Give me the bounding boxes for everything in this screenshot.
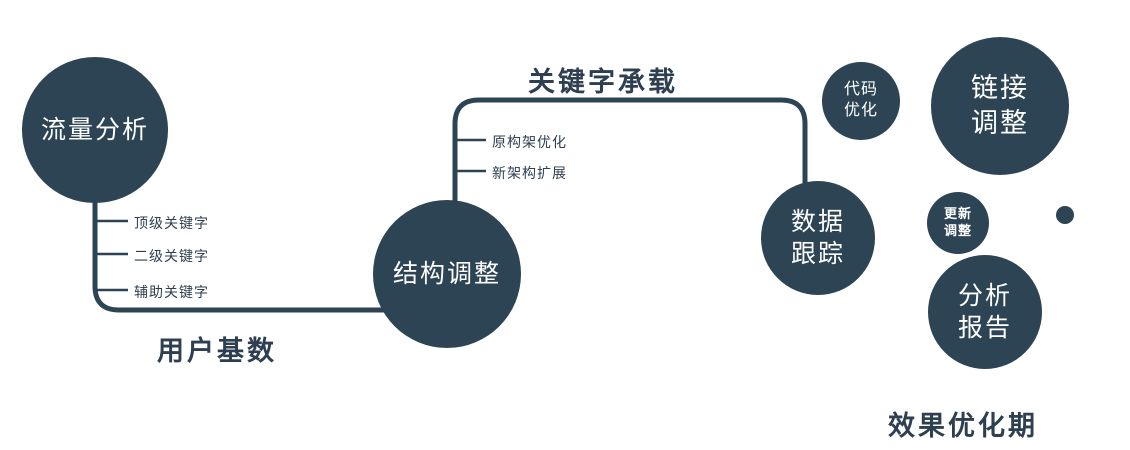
connector-traffic-to-structure <box>92 195 400 313</box>
node-update-adjustment: 更新 调整 <box>927 192 989 254</box>
traffic-branch-ticks <box>95 219 128 292</box>
node-data-tracking-line1: 数据 <box>790 207 845 236</box>
node-data-tracking-line2: 跟踪 <box>790 240 845 268</box>
node-link-adjustment-line2: 调整 <box>971 108 1029 138</box>
structure-branch-ticks <box>455 138 486 173</box>
node-link-adjustment: 链接 调整 <box>931 37 1069 175</box>
node-code-optimization-line1: 代码 <box>843 81 878 99</box>
node-structure-adjustment: 结构调整 <box>373 200 521 348</box>
node-analysis-report: 分析 报告 <box>928 255 1042 369</box>
node-structure-adjustment-label: 结构调整 <box>392 259 501 288</box>
branch-label-new-architecture: 新架构扩展 <box>492 165 567 181</box>
branch-label-second-keywords: 二级关键字 <box>134 248 209 264</box>
caption-effect-optimization-period: 效果优化期 <box>888 411 1038 441</box>
node-link-adjustment-line1: 链接 <box>971 72 1029 103</box>
node-analysis-report-line2: 报告 <box>957 314 1012 342</box>
branch-label-original-architecture: 原构架优化 <box>492 134 567 150</box>
node-data-tracking: 数据 跟踪 <box>761 181 875 295</box>
branch-label-top-keywords: 顶级关键字 <box>134 215 209 231</box>
node-traffic-analysis-label: 流量分析 <box>40 115 149 144</box>
node-update-adjustment-line2: 调整 <box>943 223 972 238</box>
node-code-optimization-line2: 优化 <box>843 102 878 119</box>
connector-structure-to-data <box>452 97 808 210</box>
node-traffic-analysis: 流量分析 <box>22 57 168 203</box>
node-code-optimization: 代码 优化 <box>822 62 900 140</box>
edge-label-keyword-bearing: 关键字承载 <box>528 67 678 97</box>
node-update-adjustment-line1: 更新 <box>943 206 972 222</box>
edge-label-user-base: 用户基数 <box>157 336 277 366</box>
branch-label-aux-keywords: 辅助关键字 <box>134 284 209 300</box>
small-dot-marker <box>1056 206 1074 224</box>
node-analysis-report-line1: 分析 <box>957 281 1012 310</box>
